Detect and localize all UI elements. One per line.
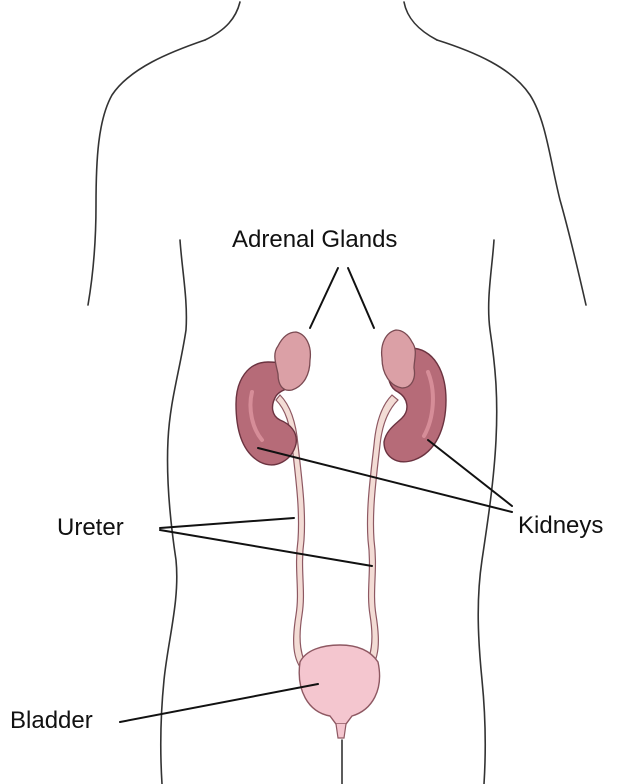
- leader-kidney-left: [257, 447, 513, 513]
- leader-adrenal-right: [347, 267, 375, 329]
- leader-ureter-left: [159, 517, 295, 529]
- label-adrenal-glands: Adrenal Glands: [232, 226, 398, 253]
- adrenal-glands: [274, 329, 416, 391]
- leader-adrenal-left: [309, 267, 339, 329]
- shoulder-right: [436, 39, 587, 306]
- torso-right: [477, 239, 498, 784]
- leader-lines: [119, 267, 513, 723]
- kidney-left-highlight: [248, 390, 264, 442]
- neck-left: [204, 1, 241, 41]
- kidney-right-highlight: [422, 370, 435, 438]
- adrenal-gland-left: [274, 331, 312, 391]
- bladder-shape: [298, 644, 381, 725]
- leader-bladder: [119, 683, 319, 723]
- urethra: [335, 723, 347, 739]
- adrenal-gland-right: [380, 329, 416, 389]
- torso-left: [159, 239, 188, 784]
- label-bladder: Bladder: [10, 707, 93, 734]
- bladder: [298, 644, 381, 739]
- neck-right: [403, 1, 438, 41]
- leader-kidney-right: [427, 439, 513, 507]
- label-kidneys: Kidneys: [518, 512, 604, 539]
- leader-ureter-right: [159, 529, 373, 567]
- label-ureter: Ureter: [57, 514, 124, 541]
- shoulder-left: [87, 39, 206, 306]
